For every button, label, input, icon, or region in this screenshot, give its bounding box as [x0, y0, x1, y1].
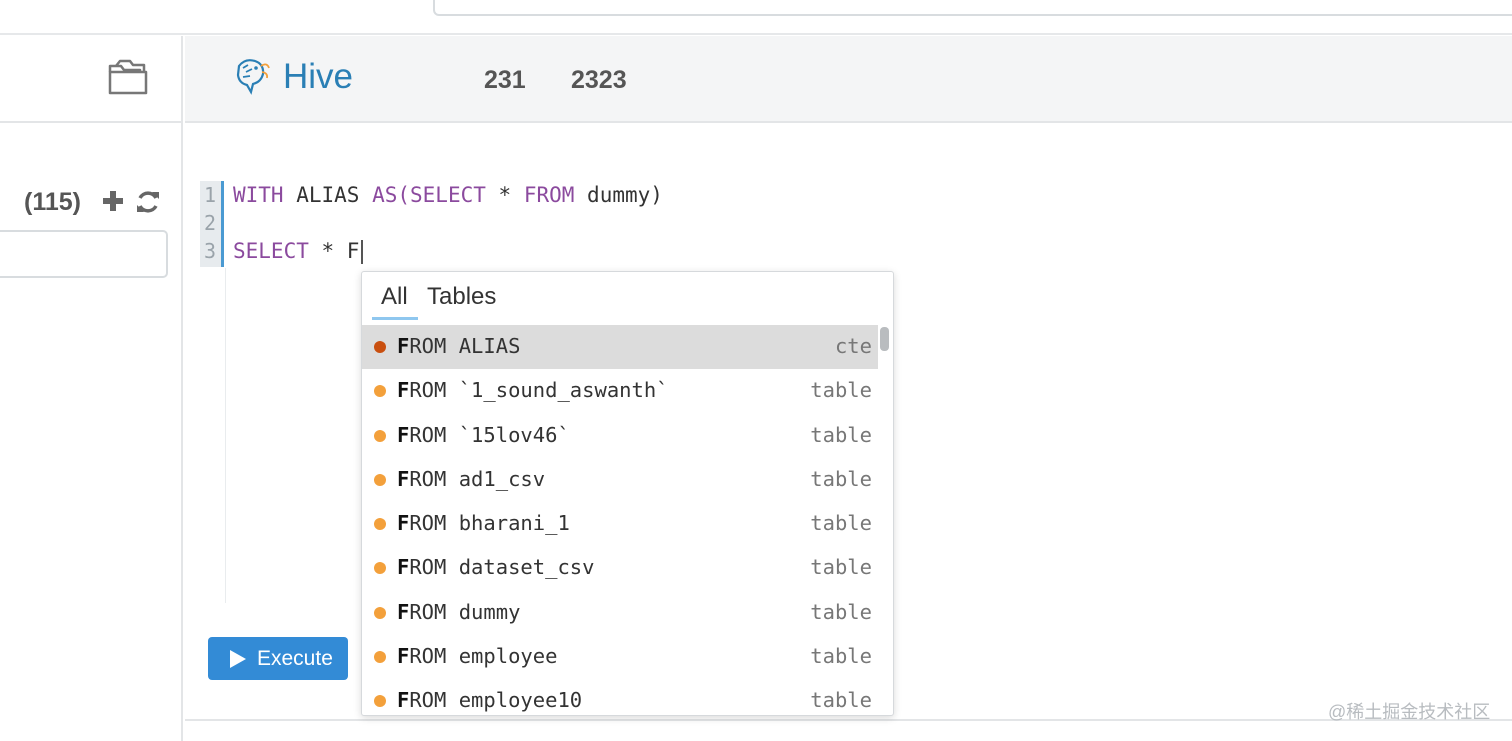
bottom-divider — [185, 719, 1512, 721]
keyword: AS(SELECT — [372, 183, 486, 207]
suggestion-type-dot — [374, 562, 386, 575]
suggestion-item[interactable]: FROM bharani_1 table — [362, 502, 878, 546]
suggestion-text: ROM `15lov46` — [409, 422, 570, 447]
operator: * — [485, 183, 524, 207]
folder-icon[interactable] — [106, 58, 150, 98]
suggestion-label: FROM bharani_1 — [397, 511, 570, 535]
hive-logo-icon — [236, 59, 270, 95]
gutter-rule — [225, 268, 226, 603]
suggestion-type: cte — [834, 334, 872, 358]
suggestion-item[interactable]: FROM ad1_csv table — [362, 458, 878, 502]
top-search-input[interactable] — [433, 0, 1512, 16]
identifier: ALIAS — [283, 183, 373, 207]
suggestion-item[interactable]: FROM `1_sound_aswanth` table — [362, 369, 878, 413]
match-highlight: F — [397, 644, 410, 669]
suggestion-text: ROM `1_sound_aswanth` — [409, 378, 669, 403]
suggestion-text: ROM employee10 — [409, 688, 583, 713]
suggestion-type: table — [810, 644, 872, 669]
match-highlight: F — [397, 511, 410, 536]
text-cursor — [361, 240, 364, 264]
suggestion-type-dot — [374, 518, 386, 531]
match-highlight: F — [397, 688, 410, 713]
suggestion-type-dot — [374, 606, 386, 619]
scrollbar-thumb[interactable] — [880, 327, 889, 351]
suggestion-label: FROM `1_sound_aswanth` — [397, 378, 669, 402]
suggestion-item[interactable]: FROM ALIAS cte — [362, 325, 878, 370]
suggestion-type: table — [810, 466, 872, 491]
header-stat-1: 231 — [484, 66, 526, 94]
suggestion-label: FROM dummy — [397, 600, 520, 624]
count-row: (115) — [0, 184, 181, 220]
match-highlight: F — [397, 378, 410, 403]
top-bar — [0, 0, 1512, 35]
app-header: Hive 231 2323 — [185, 36, 1512, 123]
suggestion-label: FROM employee10 — [397, 688, 582, 712]
match-highlight: F — [397, 599, 410, 624]
plus-icon[interactable] — [101, 189, 125, 213]
app-title: Hive — [283, 57, 354, 96]
suggestion-type-dot — [374, 651, 386, 664]
tab-tables[interactable]: Tables — [427, 283, 497, 310]
suggestion-label: FROM dataset_csv — [397, 555, 594, 579]
match-highlight: F — [397, 422, 410, 447]
suggestion-type-dot — [374, 695, 386, 708]
identifier: dummy) — [574, 183, 663, 207]
suggestion-item[interactable]: FROM dataset_csv table — [362, 546, 878, 590]
suggestion-label: FROM employee — [397, 644, 557, 668]
suggestion-type: table — [810, 378, 872, 403]
suggestion-text: ROM ALIAS — [409, 334, 521, 358]
line-number: 2 — [203, 211, 216, 235]
keyword: FROM — [523, 183, 575, 207]
suggestion-type-dot — [374, 473, 386, 486]
keyword: WITH — [233, 183, 284, 207]
play-icon — [230, 649, 246, 668]
suggestion-type: table — [810, 422, 872, 447]
suggestion-label: FROM ad1_csv — [397, 467, 545, 491]
left-panel-header — [0, 36, 181, 123]
code-line-1[interactable]: WITH ALIAS AS(SELECT * FROM dummy) — [233, 181, 663, 209]
match-highlight: F — [397, 555, 410, 580]
suggestion-item[interactable]: FROM `15lov46` table — [362, 414, 878, 458]
suggestion-text: ROM dataset_csv — [409, 555, 595, 580]
suggestion-item[interactable]: FROM employee table — [362, 635, 878, 679]
execute-label: Execute — [257, 646, 333, 670]
suggestion-type: table — [810, 599, 872, 624]
suggestion-text: ROM employee — [409, 644, 558, 669]
header-stat-2: 2323 — [571, 66, 627, 94]
suggestion-type-dot — [374, 341, 386, 353]
suggestion-type: table — [810, 511, 872, 536]
suggestion-type: table — [810, 555, 872, 580]
code-line-3[interactable]: SELECT * F — [233, 237, 364, 265]
match-highlight: F — [397, 466, 410, 491]
typed-text: * F — [308, 239, 360, 263]
table-count: (115) — [24, 188, 81, 216]
autocomplete-tabs: All Tables — [362, 272, 893, 325]
watermark: @稀土掘金技术社区 — [1328, 702, 1491, 722]
refresh-icon[interactable] — [135, 189, 161, 215]
suggestion-type-dot — [374, 385, 386, 398]
suggestion-label: FROM ALIAS — [397, 334, 520, 358]
tab-all[interactable]: All — [381, 283, 408, 310]
execute-button[interactable]: Execute — [208, 637, 348, 680]
left-panel: (115) — [0, 36, 183, 741]
keyword: SELECT — [233, 239, 309, 263]
suggestion-item[interactable]: FROM employee10 table — [362, 679, 878, 715]
match-highlight: F — [397, 334, 410, 358]
active-tab-indicator — [372, 317, 418, 320]
sql-editor[interactable]: 1 2 3 WITH ALIAS AS(SELECT * FROM dummy)… — [200, 178, 1500, 608]
suggestion-item[interactable]: FROM dummy table — [362, 591, 878, 635]
line-number: 1 — [203, 183, 216, 207]
filter-input[interactable] — [0, 230, 168, 278]
suggestion-text: ROM bharani_1 — [409, 511, 570, 536]
suggestion-label: FROM `15lov46` — [397, 423, 570, 447]
suggestion-text: ROM ad1_csv — [409, 466, 546, 491]
line-number: 3 — [203, 239, 216, 263]
suggestion-type: table — [810, 688, 872, 713]
suggestion-text: ROM dummy — [409, 599, 521, 624]
suggestion-type-dot — [374, 429, 386, 442]
line-number-gutter: 1 2 3 — [200, 181, 224, 267]
